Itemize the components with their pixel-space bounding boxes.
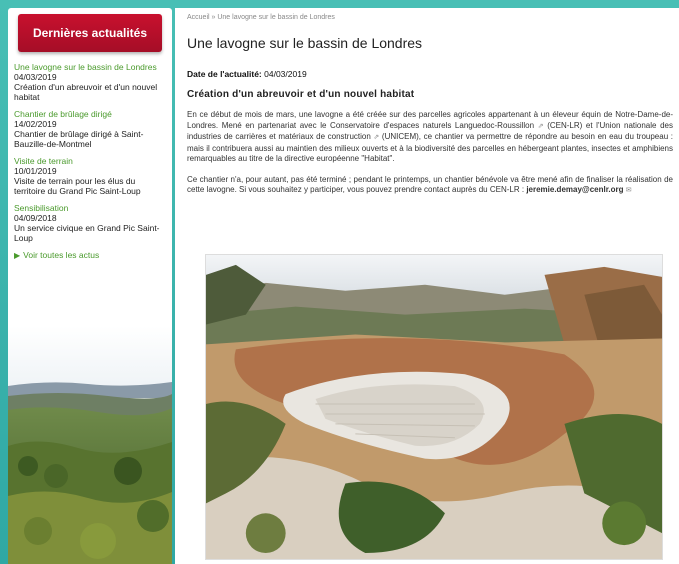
news-item-date: 14/02/2019 — [14, 119, 57, 129]
paragraph-text: (CEN-LR) et l'Union nationale des indust… — [187, 120, 673, 142]
news-list: Une lavogne sur le bassin de Londres 04/… — [8, 52, 172, 260]
news-item-desc: Un service civique en Grand Pic Saint-Lo… — [14, 223, 160, 243]
article-paragraph: En ce début de mois de mars, une lavogne… — [175, 100, 679, 165]
date-value: 04/03/2019 — [264, 69, 307, 79]
external-link-icon[interactable]: ⇗ — [373, 134, 380, 141]
article-paragraph: Ce chantier n'a, pour autant, pas été te… — [175, 165, 679, 197]
see-all-news-link[interactable]: ▶ Voir toutes les actus — [14, 250, 164, 260]
news-item-date: 04/03/2019 — [14, 72, 57, 82]
sidebar-header: Dernières actualités — [18, 14, 162, 52]
article-subtitle: Création d'un abreuvoir et d'un nouvel h… — [187, 89, 415, 100]
breadcrumb[interactable]: Accueil » Une lavogne sur le bassin de L… — [187, 14, 335, 21]
mail-icon: ✉ — [625, 187, 632, 194]
news-date: Date de l'actualité: 04/03/2019 — [175, 51, 679, 79]
article-photo — [205, 254, 663, 560]
news-item-title[interactable]: Une lavogne sur le bassin de Londres — [14, 62, 157, 72]
landscape-image — [8, 326, 172, 564]
news-item-title[interactable]: Sensibilisation — [14, 203, 69, 213]
news-item[interactable]: Chantier de brûlage dirigé 14/02/2019 Ch… — [14, 109, 164, 149]
news-item-title[interactable]: Chantier de brûlage dirigé — [14, 109, 112, 119]
news-item-date: 04/09/2018 — [14, 213, 57, 223]
paragraph-text: (UNICEM), ce chantier va permettre de ré… — [187, 132, 673, 163]
news-item-desc: Visite de terrain pour les élus du terri… — [14, 176, 141, 196]
news-item-date: 10/01/2019 — [14, 166, 57, 176]
play-arrow-icon: ▶ — [14, 250, 21, 260]
main-content: Accueil » Une lavogne sur le bassin de L… — [175, 8, 679, 564]
news-item[interactable]: Une lavogne sur le bassin de Londres 04/… — [14, 62, 164, 102]
contact-email-link[interactable]: jeremie.demay@cenlr.org — [526, 185, 624, 194]
sidebar: Dernières actualités Une lavogne sur le … — [8, 8, 172, 564]
news-item-title[interactable]: Visite de terrain — [14, 156, 73, 166]
see-all-label: Voir toutes les actus — [23, 250, 100, 260]
paragraph-text: Ce chantier n'a, pour autant, pas été te… — [187, 174, 673, 195]
news-item[interactable]: Sensibilisation 04/09/2018 Un service ci… — [14, 203, 164, 243]
external-link-icon[interactable]: ⇗ — [537, 122, 544, 130]
news-item-desc: Chantier de brûlage dirigé à Saint-Bauzi… — [14, 129, 144, 149]
paragraph-text: En ce début de mois de mars, une lavogne… — [187, 110, 673, 130]
news-item-desc: Création d'un abreuvoir et d'un nouvel h… — [14, 82, 158, 102]
date-label: Date de l'actualité: — [187, 69, 262, 79]
page-title: Une lavogne sur le bassin de Londres — [187, 35, 423, 51]
news-item[interactable]: Visite de terrain 10/01/2019 Visite de t… — [14, 156, 164, 196]
